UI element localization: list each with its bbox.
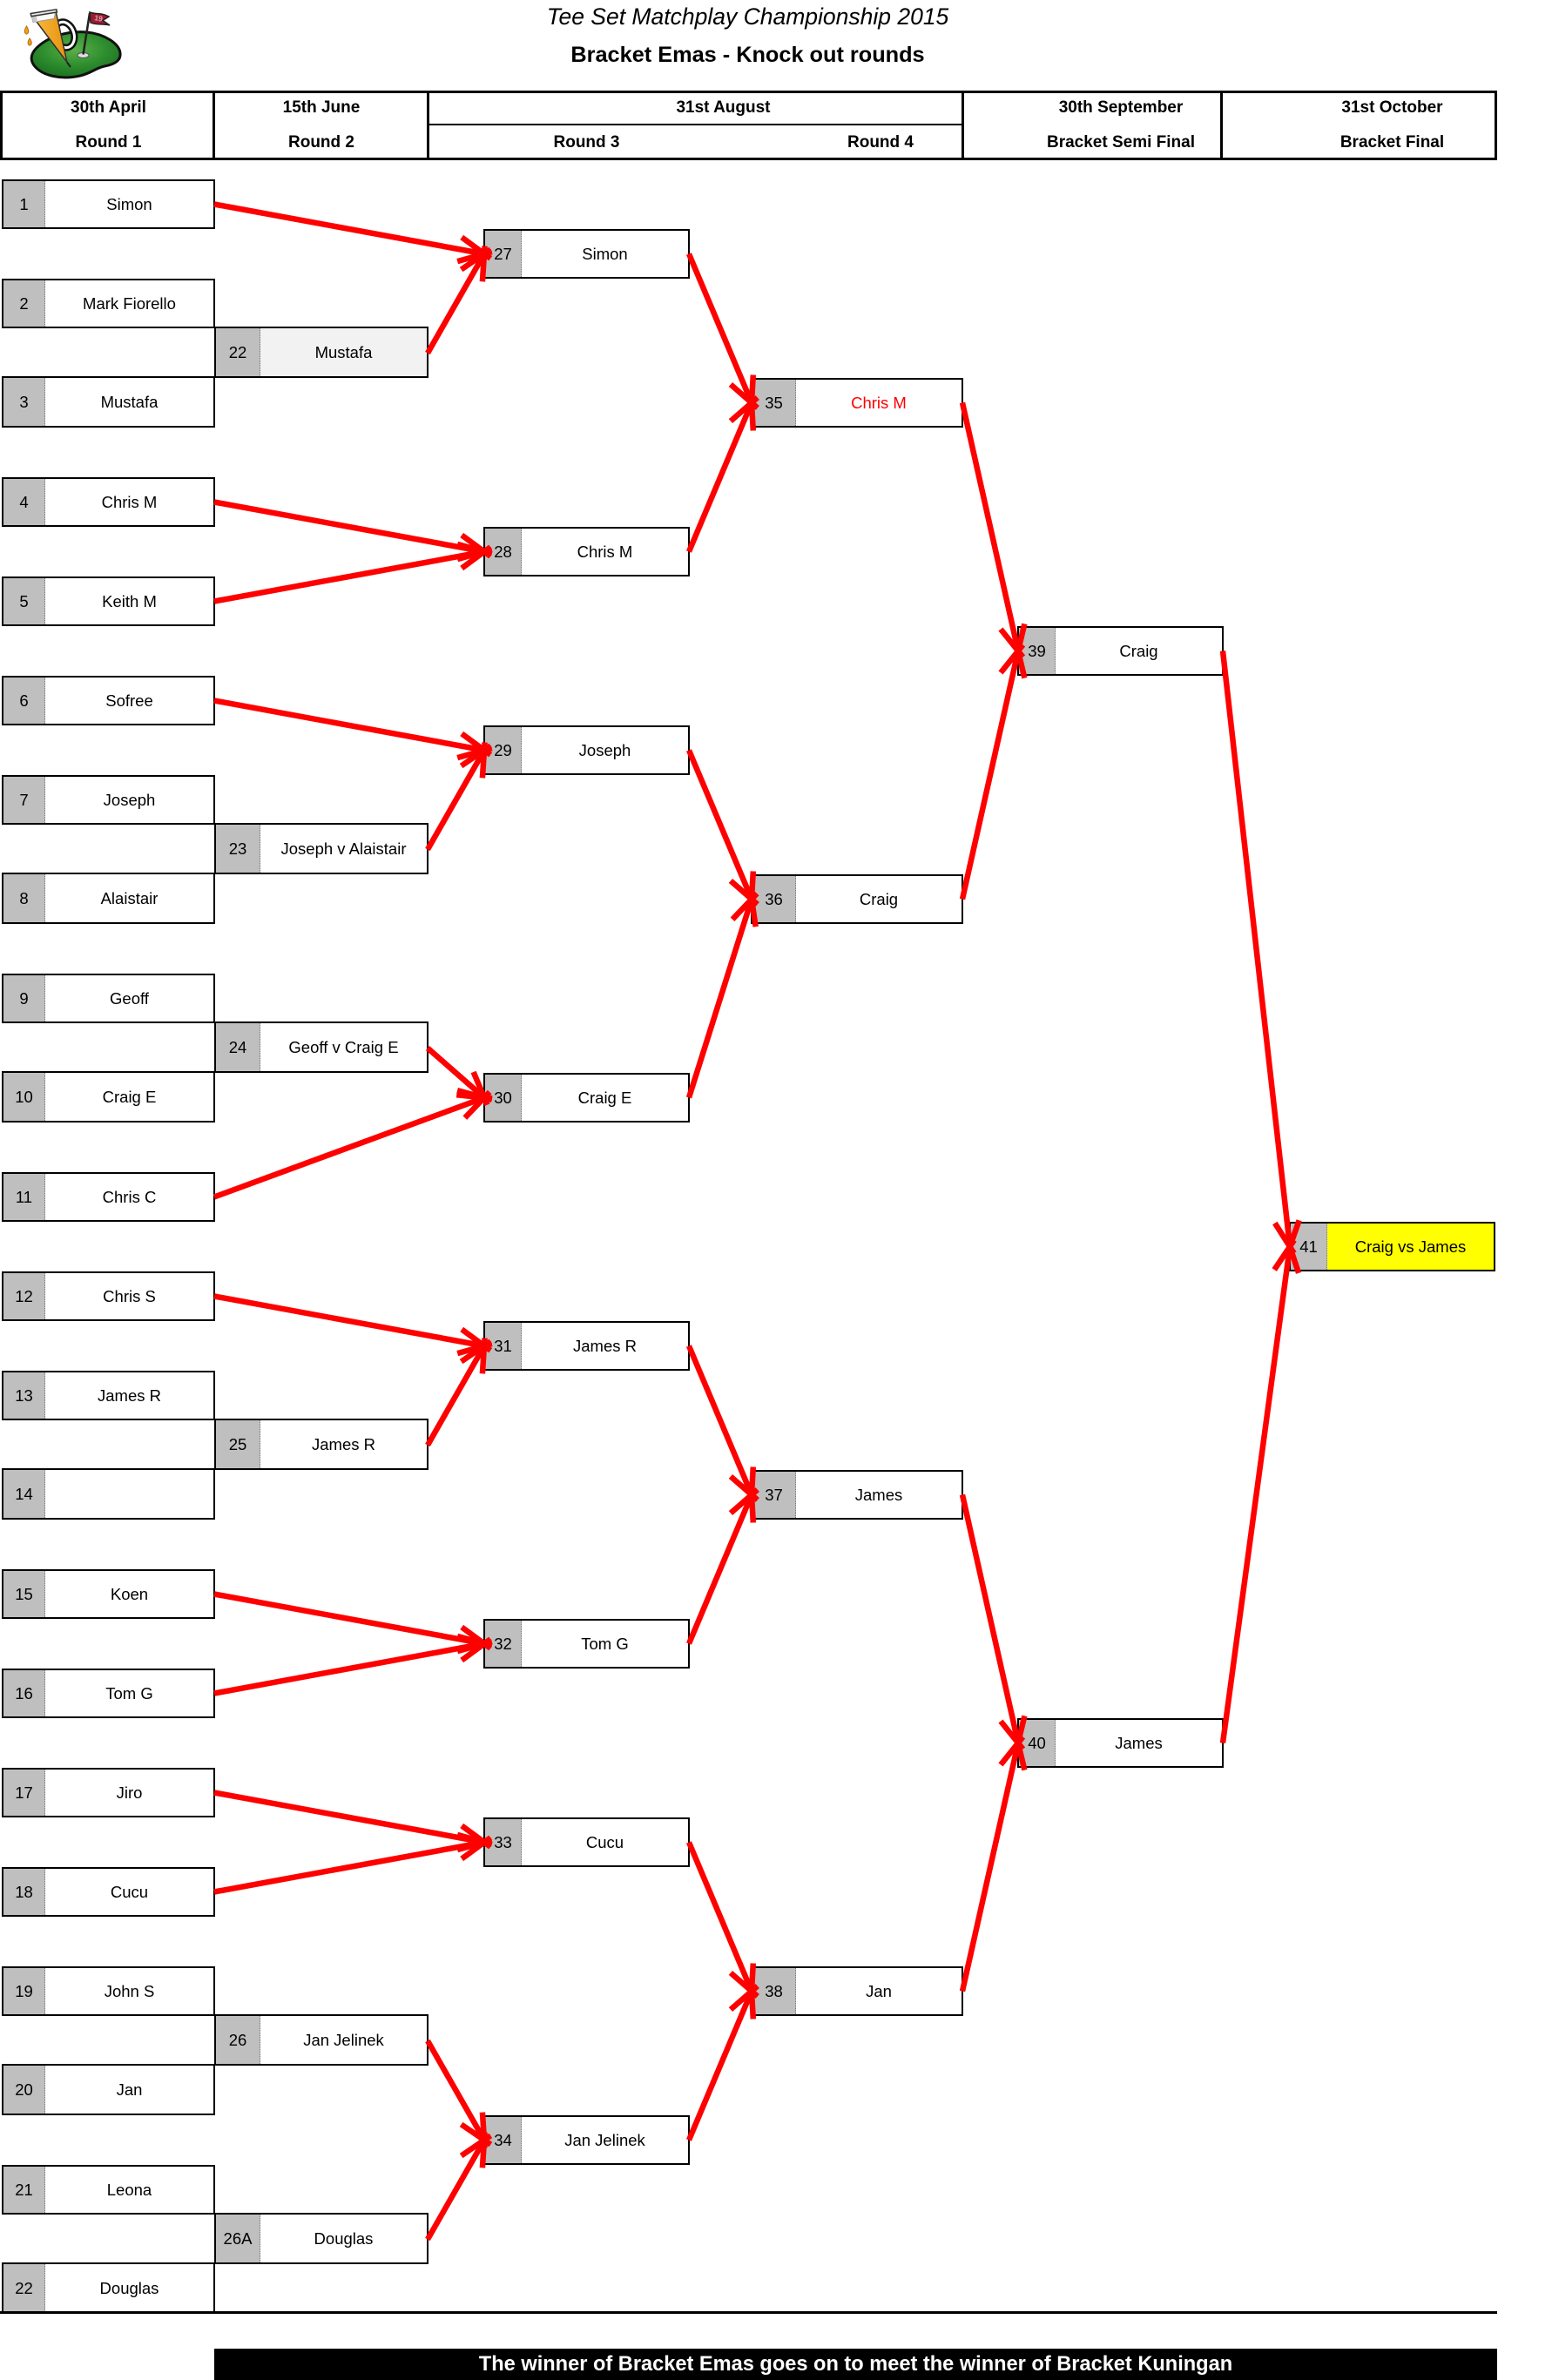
svg-text:19: 19 [94, 13, 104, 24]
